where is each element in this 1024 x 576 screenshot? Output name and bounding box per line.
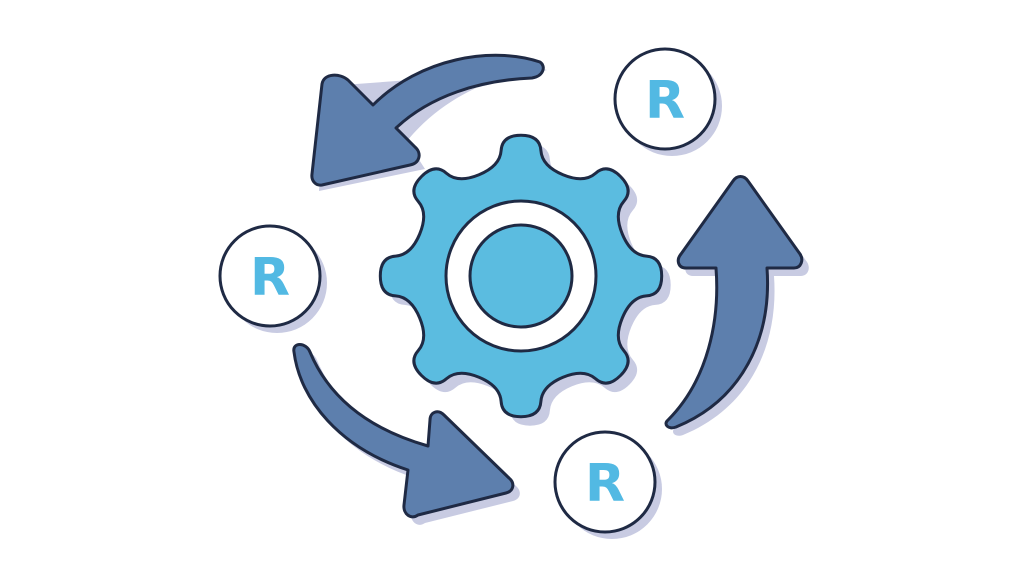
curved-arrow-right-up xyxy=(664,175,804,430)
curved-arrow-bottom-left xyxy=(292,343,515,519)
r-badge-left: R xyxy=(218,224,327,333)
r-badge-top-right-letter: R xyxy=(645,71,685,131)
r-badge-bottom-right-circle xyxy=(553,430,657,534)
r-badge-top-right-circle xyxy=(613,47,717,151)
gear-icon xyxy=(378,133,671,426)
r-badge-bottom-right: R xyxy=(553,430,662,539)
curved-arrow-top-left-icon xyxy=(310,53,547,191)
r-badge-bottom-right-letter: R xyxy=(585,454,625,514)
curved-arrow-top-left xyxy=(310,53,545,187)
r-badge-left-circle xyxy=(218,224,322,328)
gear-hub xyxy=(468,223,574,329)
curved-arrow-right-up-icon xyxy=(664,175,809,436)
r-badge-left-letter: R xyxy=(250,248,290,308)
r-badge-top-right: R xyxy=(613,47,722,156)
curved-arrow-bottom-left-icon xyxy=(292,343,520,525)
